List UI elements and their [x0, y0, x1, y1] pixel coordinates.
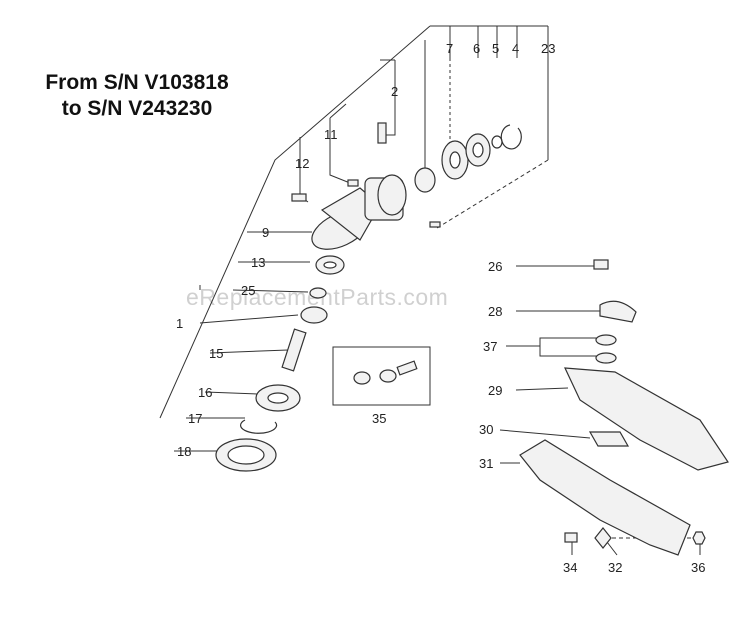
- callout-18: 18: [177, 444, 191, 459]
- callout-1: 1: [176, 316, 183, 331]
- kit-shaft-part: [396, 360, 418, 376]
- callout-4: 4: [512, 41, 519, 56]
- nut-36-part: [692, 531, 706, 545]
- snap-ring-17-part: [239, 419, 278, 434]
- output-shaft-15-part: [281, 328, 307, 372]
- serial-range-line-2: to S/N V243230: [61, 97, 213, 120]
- gear-case-part: [311, 174, 407, 250]
- callout-15: 15: [209, 346, 223, 361]
- clamp-28-part: [599, 300, 637, 323]
- callout-28: 28: [488, 304, 502, 319]
- callout-35: 35: [372, 411, 386, 426]
- serial-range-note: From S/N V103818 to S/N V243230: [22, 70, 252, 122]
- callout-32: 32: [608, 560, 622, 575]
- kit-gear-b-part: [379, 369, 397, 383]
- bolt-34-part: [564, 532, 578, 543]
- washer-32-part: [594, 527, 612, 549]
- callout-37: 37: [483, 339, 497, 354]
- washer-5-part: [491, 135, 503, 149]
- callout-12: 12: [295, 156, 309, 171]
- callout-7: 7: [446, 41, 453, 56]
- pin-23-part: [429, 221, 441, 228]
- callout-29: 29: [488, 383, 502, 398]
- callout-16: 16: [198, 385, 212, 400]
- kit-gear-a-part: [353, 371, 371, 385]
- screw-11-part: [347, 179, 359, 187]
- bolt-2-part: [377, 122, 387, 144]
- guard-bracket-29-part: [564, 367, 729, 471]
- spacer-37a-part: [595, 334, 617, 346]
- bolt-26-part: [593, 259, 609, 270]
- callout-13: 13: [251, 255, 265, 270]
- assembly-bracket-line: [159, 25, 431, 419]
- serial-range-line-1: From S/N V103818: [45, 71, 229, 94]
- callout-25: 25: [241, 283, 255, 298]
- callout-2: 2: [391, 84, 398, 99]
- spacer-37b-part: [595, 352, 617, 364]
- guard-31-part: [519, 439, 691, 556]
- screw-12-part: [291, 193, 307, 202]
- snap-ring-4-part: [500, 124, 522, 150]
- callout-9: 9: [262, 225, 269, 240]
- callout-34: 34: [563, 560, 577, 575]
- pinion-gear-part: [414, 167, 436, 193]
- callout-17: 17: [188, 411, 202, 426]
- callout-11: 11: [324, 127, 338, 142]
- callout-23: 23: [541, 41, 555, 56]
- callout-30: 30: [479, 422, 493, 437]
- callout-6: 6: [473, 41, 480, 56]
- bevel-gear-1-part: [300, 306, 328, 324]
- callout-31: 31: [479, 456, 493, 471]
- plate-30-part: [588, 431, 630, 447]
- callout-5: 5: [492, 41, 499, 56]
- kit-box-35: [332, 346, 431, 406]
- callout-36: 36: [691, 560, 705, 575]
- washer-25-part: [309, 287, 327, 299]
- callout-26: 26: [488, 259, 502, 274]
